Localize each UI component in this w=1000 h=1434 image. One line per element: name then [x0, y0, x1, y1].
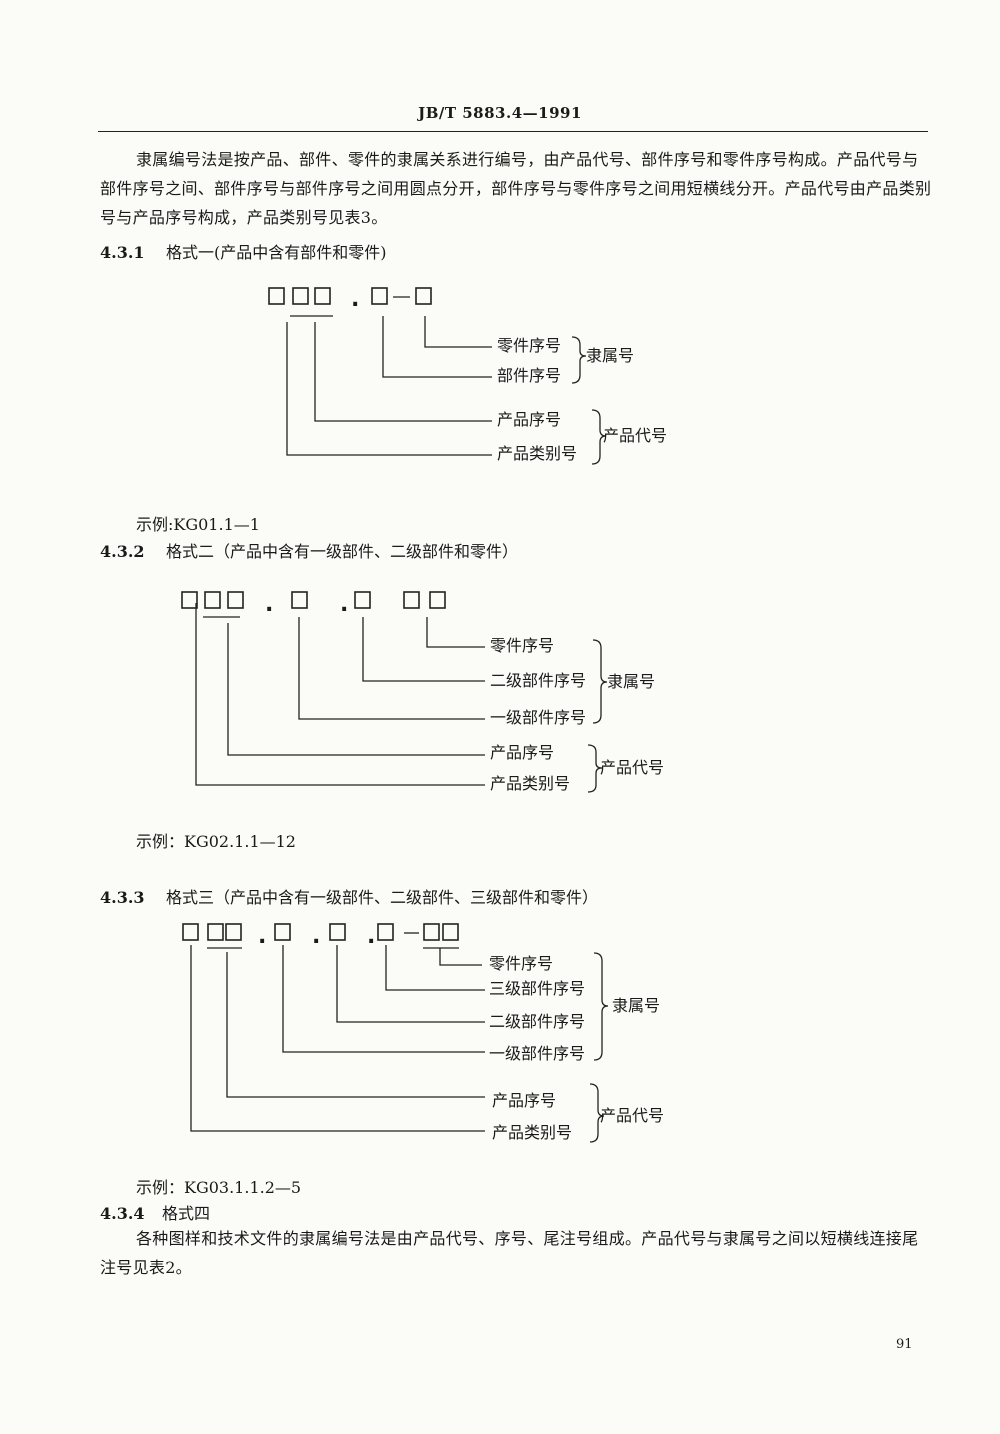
placeholder-box — [329, 923, 346, 941]
label-level2-seq: 二级部件序号 — [490, 671, 586, 690]
section-number: 4.3.4 — [100, 1204, 145, 1223]
format-four-paragraph: 各种图样和技术文件的隶属编号法是由产品代号、序号、尾注号组成。产品代号与隶属号之… — [100, 1229, 919, 1277]
label-part-seq: 零件序号 — [489, 954, 553, 973]
page-number: 91 — [896, 1337, 913, 1352]
label-product-seq: 产品序号 — [497, 410, 561, 429]
placeholder-box — [423, 923, 440, 941]
leader-line — [298, 617, 485, 720]
brace — [593, 952, 609, 1061]
label-product-code: 产品代号 — [600, 758, 664, 777]
leader-line — [226, 952, 485, 1098]
label-component-seq: 部件序号 — [497, 366, 561, 385]
section-title: 格式四 — [162, 1204, 211, 1223]
leader-line — [336, 945, 485, 1023]
section-heading-4-3-3: 4.3.3 格式三（产品中含有一级部件、二级部件、三级部件和零件） — [100, 884, 598, 908]
placeholder-box — [292, 287, 309, 305]
label-product-category: 产品类别号 — [492, 1123, 572, 1142]
dot-separator: . — [367, 924, 375, 949]
leader-line — [424, 316, 492, 348]
dot-separator: . — [351, 287, 359, 312]
label-affiliation-no: 隶属号 — [586, 346, 634, 365]
intro-paragraph: 隶属编号法是按产品、部件、零件的隶属关系进行编号，由产品代号、部件序号和零件序号… — [100, 150, 932, 227]
placeholder-box — [429, 591, 446, 609]
section-heading-4-3-4: 4.3.4 格式四 — [100, 1200, 210, 1224]
placeholder-box — [403, 591, 420, 609]
leader-line — [195, 603, 485, 786]
label-product-seq: 产品序号 — [492, 1091, 556, 1110]
dot-separator: . — [265, 592, 273, 617]
label-product-code: 产品代号 — [603, 426, 667, 445]
placeholder-box — [314, 287, 331, 305]
leader-line — [382, 316, 492, 378]
example-format-one: 示例:KG01.1—1 — [136, 515, 260, 534]
placeholder-box — [181, 591, 198, 609]
placeholder-box — [225, 923, 242, 941]
label-part-seq: 零件序号 — [490, 636, 554, 655]
brace — [591, 409, 607, 465]
placeholder-box — [274, 923, 291, 941]
label-level1-seq: 一级部件序号 — [490, 708, 586, 727]
section-title: 格式一(产品中含有部件和零件) — [166, 243, 387, 262]
brace — [587, 744, 603, 793]
placeholder-box — [268, 287, 285, 305]
placeholder-box — [207, 923, 224, 941]
section-heading-4-3-2: 4.3.2 格式二（产品中含有一级部件、二级部件和零件） — [100, 538, 518, 562]
dot-separator: . — [340, 592, 348, 617]
standard-number-header: JB/T 5883.4—1991 — [418, 104, 582, 122]
section-number: 4.3.3 — [100, 888, 145, 907]
section-heading-4-3-1: 4.3.1 格式一(产品中含有部件和零件) — [100, 239, 387, 263]
placeholder-box — [227, 591, 244, 609]
placeholder-box — [442, 923, 459, 941]
leader-line — [286, 322, 492, 456]
leader-line — [362, 617, 485, 682]
example-format-three: 示例：KG03.1.1.2—5 — [136, 1178, 302, 1197]
label-affiliation-no: 隶属号 — [607, 672, 655, 691]
brace — [589, 1083, 605, 1143]
label-product-category: 产品类别号 — [497, 444, 577, 463]
placeholder-box — [415, 287, 432, 305]
label-product-seq: 产品序号 — [490, 743, 554, 762]
dot-separator: . — [258, 924, 266, 949]
leader-line — [227, 623, 485, 756]
header-rule — [98, 131, 928, 132]
leader-line — [426, 617, 485, 648]
label-product-code: 产品代号 — [600, 1106, 664, 1125]
leader-line — [439, 948, 482, 966]
placeholder-box — [291, 591, 308, 609]
placeholder-box — [371, 287, 388, 305]
leader-line — [190, 945, 485, 1132]
label-product-category: 产品类别号 — [490, 774, 570, 793]
section-title: 格式三（产品中含有一级部件、二级部件、三级部件和零件） — [166, 888, 599, 907]
label-affiliation-no: 隶属号 — [612, 996, 660, 1015]
placeholder-box — [354, 591, 371, 609]
section-number: 4.3.1 — [100, 243, 145, 262]
label-level2-seq: 二级部件序号 — [489, 1012, 585, 1031]
example-format-two: 示例：KG02.1.1—12 — [136, 832, 296, 851]
placeholder-box — [182, 923, 199, 941]
label-level3-seq: 三级部件序号 — [489, 979, 585, 998]
leader-line — [385, 945, 485, 991]
brace — [571, 336, 587, 384]
label-level1-seq: 一级部件序号 — [489, 1044, 585, 1063]
placeholder-box — [204, 591, 221, 609]
label-part-seq: 零件序号 — [497, 336, 561, 355]
section-title: 格式二（产品中含有一级部件、二级部件和零件） — [166, 542, 519, 561]
brace — [592, 639, 608, 724]
placeholder-box — [377, 923, 394, 941]
section-number: 4.3.2 — [100, 542, 145, 561]
leader-line — [314, 322, 492, 422]
leader-line — [282, 945, 485, 1053]
dot-separator: . — [312, 924, 320, 949]
